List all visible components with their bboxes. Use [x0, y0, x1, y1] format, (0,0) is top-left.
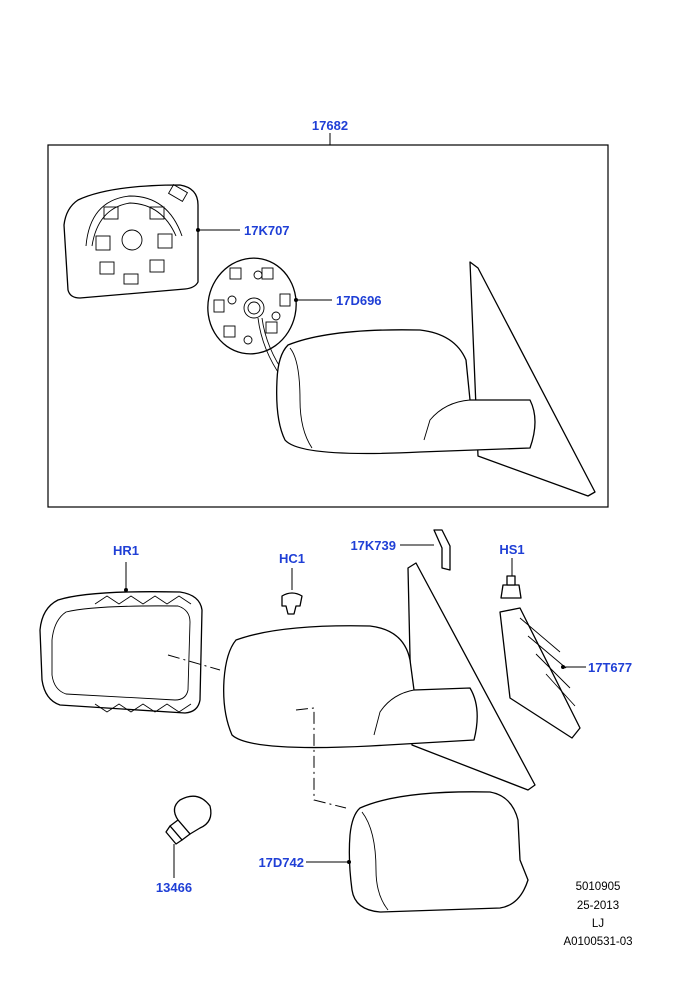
callout-hc1: HC1 [279, 551, 305, 566]
callout-17k739: 17K739 [350, 538, 396, 553]
screw-part: HS1 [499, 542, 525, 599]
seal-part: 17K739 [350, 529, 451, 571]
reference-initials: LJ [592, 918, 604, 930]
reference-number: 5010905 [576, 881, 621, 893]
mirror-assembly-part [276, 261, 596, 497]
callout-13466: 13466 [156, 880, 192, 895]
bulb-part: 13466 [156, 795, 212, 895]
reference-date-code: 25-2013 [577, 900, 619, 912]
callout-17d742: 17D742 [258, 855, 304, 870]
cover-part: 17D742 [258, 791, 529, 913]
mirror-body-part [223, 562, 536, 809]
callout-17t677: 17T677 [588, 660, 632, 675]
assembly-box: 17682 [47, 118, 609, 508]
callout-hs1: HS1 [499, 542, 524, 557]
callout-hr1: HR1 [113, 543, 139, 558]
clip-part: HC1 [279, 551, 305, 615]
callout-17d696: 17D696 [336, 293, 382, 308]
reference-block: 5010905 25-2013 LJ A0100531-03 [563, 881, 632, 948]
callout-17682: 17682 [312, 118, 348, 133]
reference-illustration-id: A0100531-03 [563, 936, 632, 948]
mirror-glass-part: 17K707 [63, 184, 290, 299]
gasket-part: 17T677 [499, 607, 632, 739]
housing-frame-part: HR1 [39, 543, 203, 714]
callout-17k707: 17K707 [244, 223, 290, 238]
